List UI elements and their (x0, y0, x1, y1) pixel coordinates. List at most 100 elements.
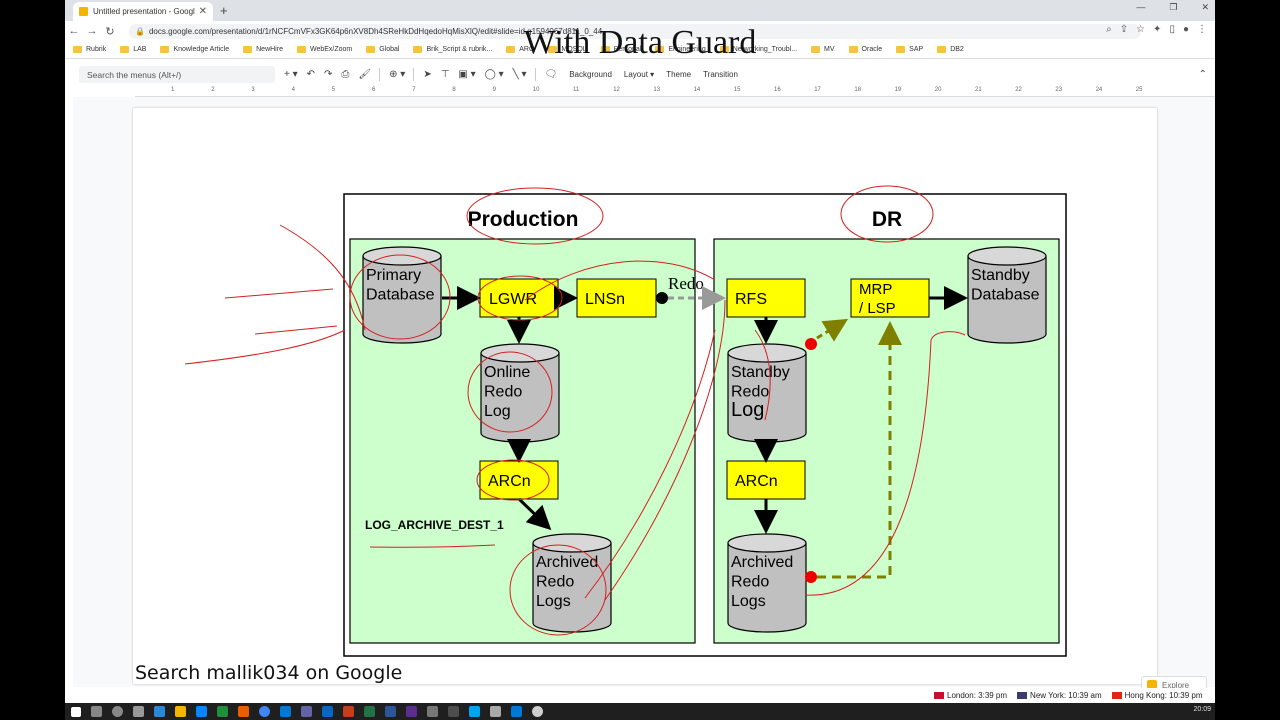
bookmark-item[interactable]: Personal (600, 46, 642, 53)
close-tab-icon[interactable]: ✕ (198, 6, 207, 17)
bookmark-item[interactable]: Networking_Troubl... (719, 46, 797, 53)
outlook-icon[interactable] (280, 706, 291, 717)
back-icon[interactable]: ← (68, 25, 80, 37)
app4-icon[interactable] (469, 706, 480, 717)
bookmark-item[interactable]: Global (366, 46, 399, 53)
layout-button[interactable]: Layout ▾ (623, 70, 655, 79)
share-icon[interactable]: ⇪ (1119, 24, 1129, 35)
theme-button[interactable]: Theme (666, 70, 692, 79)
explore-label: Explore (1162, 680, 1190, 690)
powerpoint-icon[interactable] (343, 706, 354, 717)
standby-redo-cylinder-label: Standby (731, 364, 790, 381)
word-icon[interactable] (385, 706, 396, 717)
bookmark-item[interactable]: Knowledge Article (160, 46, 229, 53)
ruler-tick: 13 (653, 87, 661, 93)
folder-icon (366, 46, 376, 53)
search-icon[interactable] (91, 706, 102, 717)
slides-icon (79, 7, 88, 16)
maximize-icon[interactable]: ❐ (1169, 2, 1178, 12)
bookmark-item[interactable]: Engineering (655, 46, 706, 53)
menu-search-input[interactable]: Search the menus (Alt+/) (79, 66, 275, 83)
app6-icon[interactable] (511, 706, 522, 717)
browser-tab[interactable]: Untitled presentation - Google S ✕ (73, 2, 213, 21)
textbox-icon[interactable]: ⊤ (440, 69, 450, 80)
ruler-tick: 21 (975, 87, 982, 93)
image-icon[interactable]: ▣ ▾ (458, 69, 476, 80)
menu-icon[interactable]: ⋮ (1197, 24, 1207, 35)
address-bar[interactable]: 🔒 docs.google.com/presentation/d/1rNCFCm… (129, 24, 1141, 39)
mail-icon[interactable] (196, 706, 207, 717)
forward-icon[interactable]: → (86, 25, 98, 37)
standby-redo-cylinder-label: Log (731, 399, 764, 421)
bookmark-item[interactable]: NewHire (243, 46, 283, 53)
folder-icon (600, 46, 610, 53)
dr-archived-redo-cylinder-label: Archived (731, 554, 793, 571)
taskview-icon[interactable] (133, 706, 144, 717)
bookmark-item[interactable]: WebEx/Zoom (296, 46, 352, 53)
collapse-toolbar-icon[interactable]: ⌃ (1198, 69, 1207, 80)
rfs-box (726, 278, 806, 318)
explorer-icon[interactable] (175, 706, 186, 717)
undo-icon[interactable]: ↶ (306, 69, 316, 80)
paint-format-icon[interactable]: 🖌 (358, 69, 372, 80)
chrome-icon[interactable] (259, 706, 270, 717)
comment-icon[interactable]: 🗨 (544, 69, 558, 80)
us-flag-icon (1017, 691, 1028, 699)
select-icon[interactable]: ➤ (423, 69, 432, 80)
bookmark-item[interactable]: MQSQL (548, 46, 587, 53)
arrow-standby-mrp (816, 318, 849, 342)
bookmark-item[interactable]: MV (811, 46, 835, 53)
archived-redo-cylinder-body (532, 543, 612, 633)
windows-start-icon[interactable] (71, 706, 81, 717)
bookmark-item[interactable]: Brik_Script & rubrik... (413, 46, 492, 53)
bookmark-item[interactable]: SAP (896, 46, 923, 53)
teams-icon[interactable] (301, 706, 312, 717)
transition-button[interactable]: Transition (703, 70, 738, 79)
minimize-icon[interactable]: — (1136, 2, 1146, 12)
app3-icon[interactable] (448, 706, 459, 717)
ruler-tick: 16 (774, 87, 781, 93)
edge-icon[interactable] (217, 706, 228, 717)
background-button[interactable]: Background (569, 70, 612, 79)
url-text: docs.google.com/presentation/d/1rNCFCmVF… (148, 27, 603, 36)
bookmark-item[interactable]: ARG (506, 46, 534, 53)
app-icon[interactable] (154, 706, 165, 717)
cortana-icon[interactable] (112, 706, 123, 717)
reload-icon[interactable]: ↻ (105, 25, 115, 38)
app2-icon[interactable] (427, 706, 438, 717)
sidepanel-icon[interactable]: ▯ (1169, 24, 1175, 35)
app7-icon[interactable] (532, 706, 543, 717)
close-window-icon[interactable]: ✕ (1201, 2, 1209, 12)
ruler-tick: 14 (693, 87, 701, 93)
bookmark-label: Personal (613, 46, 642, 53)
bookmark-item[interactable]: LAB (120, 46, 146, 53)
new-tab-button[interactable]: + (220, 3, 228, 18)
print-icon[interactable]: ⎙ (341, 69, 350, 80)
world-clock-bar: London: 3:39 pm New York: 10:39 am Hong … (930, 688, 1207, 702)
firefox-icon[interactable] (238, 706, 249, 717)
webex-icon[interactable] (322, 706, 333, 717)
zoom-icon[interactable]: ⌕ (1106, 24, 1112, 35)
archived-redo-cylinder-label: Archived (536, 554, 598, 571)
ruler-tick: 12 (613, 87, 620, 93)
bookmark-item[interactable]: Rubrik (73, 46, 106, 53)
london-clock: London: 3:39 pm (934, 691, 1007, 700)
bookmark-label: DB2 (950, 46, 964, 53)
onenote-icon[interactable] (406, 706, 417, 717)
app5-icon[interactable] (490, 706, 501, 717)
bookmark-item[interactable]: Oracle (848, 46, 882, 53)
bookmark-item[interactable]: DB2 (937, 46, 964, 53)
standby-database-cylinder-label: Standby (971, 267, 1030, 284)
redo-icon[interactable]: ↷ (324, 69, 333, 80)
profile-icon[interactable]: ● (1182, 24, 1189, 35)
shape-icon[interactable]: ◯ ▾ (484, 69, 504, 80)
excel-icon[interactable] (364, 706, 375, 717)
star-icon[interactable]: ☆ (1136, 24, 1146, 35)
archived-redo-cylinder-top (532, 533, 612, 553)
archived-dot (805, 571, 817, 583)
new-slide-icon[interactable]: + ▾ (284, 69, 298, 80)
zoom-icon[interactable]: ⊕ ▾ (389, 69, 406, 80)
extensions-icon[interactable]: ✦ (1153, 24, 1162, 35)
line-icon[interactable]: ╲ ▾ (512, 69, 527, 80)
ruler-tick: 20 (934, 87, 942, 93)
